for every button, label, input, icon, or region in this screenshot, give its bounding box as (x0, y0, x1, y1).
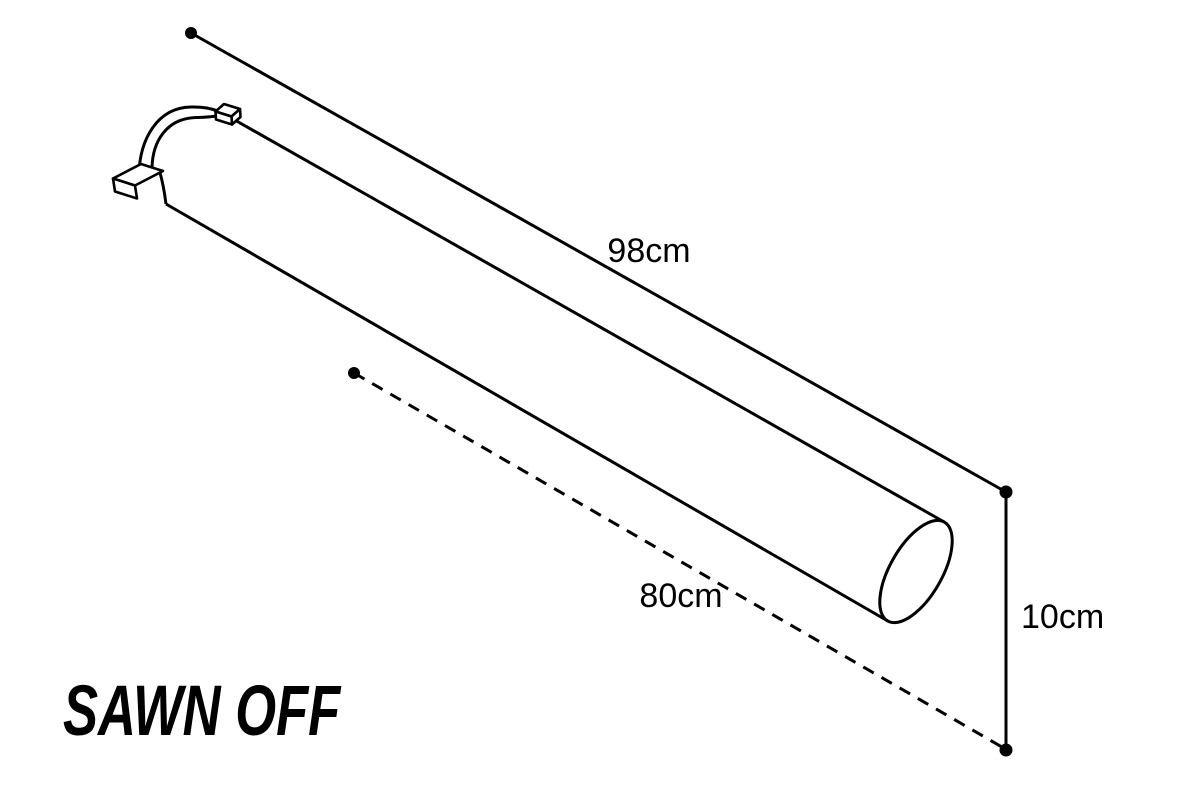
endpoint-dot-dashed-start (348, 367, 360, 379)
tube-bottom-edge (165, 202, 889, 623)
dimension-total-length: 98cm (185, 27, 1013, 499)
dimension-line-98cm (190, 31, 1007, 494)
sight-lug (214, 102, 242, 126)
label-side-height: 10cm (1021, 598, 1104, 636)
dimension-lower-length: 80cm (348, 367, 1003, 749)
side-lug-front-face (111, 177, 139, 200)
dimension-side-height: 10cm (999, 492, 1104, 757)
tube-top-edge (217, 109, 945, 524)
tube-left-cap-arc (158, 170, 168, 205)
tube-open-end-ellipse (878, 518, 954, 625)
caption-title: SAWN OFF (63, 672, 341, 751)
muzzle-band-inner-arc (150, 114, 217, 169)
side-lug (111, 162, 165, 200)
endpoint-dot-right-lower (999, 743, 1013, 757)
dimension-dashed-line-80cm (353, 371, 1003, 749)
tube-open-end (878, 518, 954, 625)
label-lower-length: 80cm (639, 577, 722, 615)
sight-lug-front-face (214, 110, 234, 126)
endpoint-dot-top-left (185, 27, 197, 39)
tube-body (111, 102, 954, 625)
label-total-length: 98cm (607, 232, 690, 270)
muzzle-band-outer-arc (137, 105, 219, 176)
